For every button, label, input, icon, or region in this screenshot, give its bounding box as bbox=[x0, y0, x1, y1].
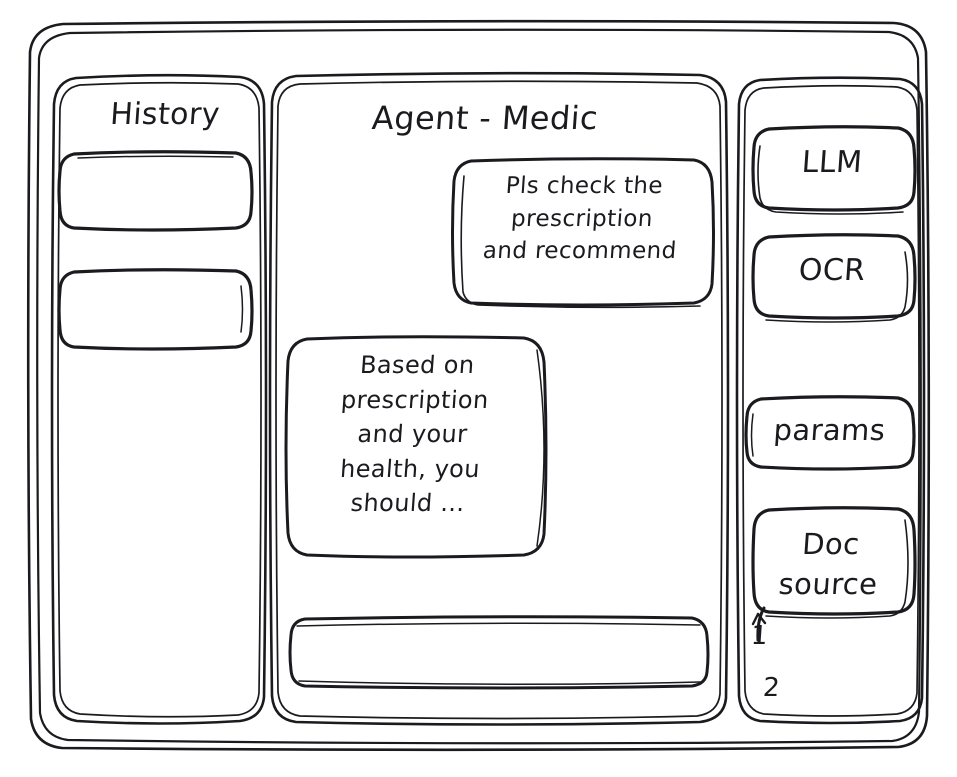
agent-chat-panel bbox=[272, 74, 728, 724]
tool-llm-frame bbox=[751, 125, 917, 215]
tools-panel-frame bbox=[735, 76, 926, 725]
history-item-1-frame bbox=[57, 150, 254, 232]
history-item-2-frame bbox=[57, 268, 254, 351]
user-message-bubble-frame bbox=[451, 157, 715, 309]
tool-params-frame bbox=[744, 395, 916, 471]
tool-docsource-frame bbox=[751, 506, 917, 619]
agent-panel-frame bbox=[268, 71, 730, 726]
docsource-connector bbox=[751, 606, 767, 642]
composer-frame bbox=[288, 615, 710, 690]
tool-ocr-frame bbox=[751, 233, 917, 323]
tools-panel bbox=[739, 78, 923, 723]
window-frame bbox=[26, 19, 931, 752]
history-panel bbox=[54, 76, 265, 723]
agent-message-bubble-frame bbox=[284, 335, 548, 559]
history-panel-frame bbox=[50, 73, 268, 725]
